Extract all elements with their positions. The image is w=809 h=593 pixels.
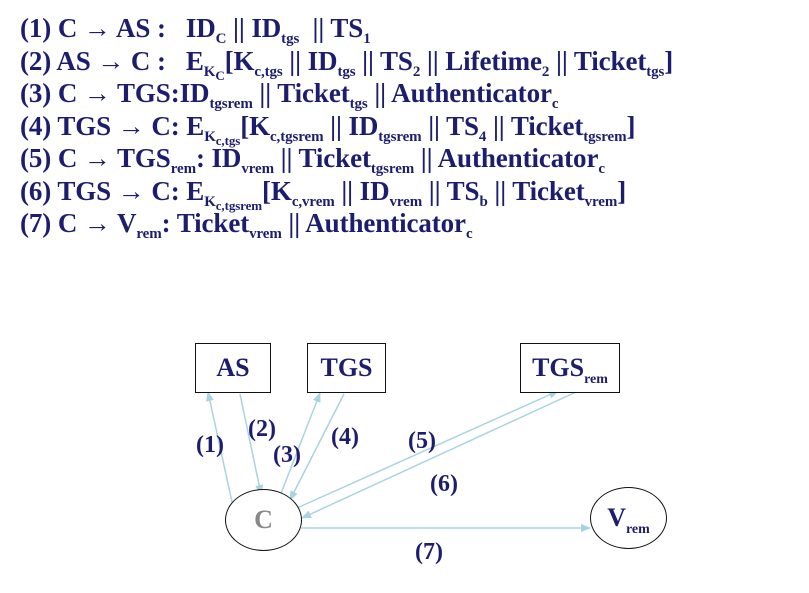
step-message: EKC[Kc,tgs || IDtgs || TS2 || Lifetime2 … [185, 45, 674, 83]
step-separator: : [195, 143, 212, 173]
arrow-icon: → [83, 143, 111, 173]
step-receiver: V [116, 208, 137, 238]
arrow-label-7: (7) [415, 539, 443, 565]
arrow-6 [301, 391, 577, 519]
as-node: AS [195, 343, 271, 393]
step-receiver: C [151, 110, 171, 141]
step-receiver: TGS [116, 143, 171, 173]
arrow-icon: → [83, 208, 111, 238]
arrow-icon: → [83, 13, 111, 43]
step-receiver-subscript: rem [170, 161, 196, 177]
arrow-label-5: (5) [408, 428, 436, 454]
protocol-step-2: (2) AS → C : EKC[Kc,tgs || IDtgs || TS2 … [20, 45, 800, 83]
step-sender: C [57, 78, 78, 108]
step-receiver: C [151, 175, 171, 206]
arrow-label-6: (6) [430, 471, 458, 497]
step-number: (4) [20, 110, 52, 141]
as-node-label: AS [216, 353, 250, 382]
step-separator: : [170, 175, 187, 206]
arrow-icon: → [117, 110, 145, 141]
step-number: (2) [20, 45, 52, 76]
step-number: (3) [20, 78, 52, 108]
step-sender: C [57, 143, 78, 173]
arrow-icon: → [83, 78, 111, 108]
step-number: (7) [20, 208, 52, 238]
step-message: EKc,tgsrem[Kc,vrem || IDvrem || TSb || T… [186, 175, 627, 213]
step-separator: : [170, 78, 180, 108]
tgs-node-label: TGS [320, 353, 373, 382]
arrow-icon: → [117, 175, 145, 206]
step-number: (1) [20, 13, 52, 43]
arrow-label-4: (4) [331, 424, 359, 450]
tgs-node: TGS [307, 343, 386, 393]
step-number: (6) [20, 175, 52, 206]
arrow-3 [279, 392, 321, 497]
step-sender: C [57, 208, 78, 238]
arrow-label-2: (2) [248, 416, 276, 442]
arrow-icon: → [97, 45, 125, 76]
protocol-steps: (1) C → AS : IDC || IDtgs || TS1 (2) AS … [20, 12, 800, 242]
step-message: IDtgsrem || Tickettgs || Authenticatorc [179, 78, 559, 112]
step-separator: : [150, 45, 180, 76]
step-receiver: AS [115, 13, 151, 43]
step-receiver: C [130, 45, 151, 76]
protocol-step-3: (3) C → TGS:IDtgsrem || Tickettgs || Aut… [20, 77, 800, 112]
arrow-2 [239, 393, 264, 495]
protocol-step-1: (1) C → AS : IDC || IDtgs || TS1 [20, 12, 800, 47]
client-node: C [225, 489, 302, 551]
step-separator: : [150, 13, 180, 43]
step-message: Ticketvrem || Authenticatorc [176, 208, 473, 242]
arrow-5 [296, 390, 559, 509]
arrow-4 [289, 393, 345, 501]
step-message: EKc,tgs[Kc,tgsrem || IDtgsrem || TS4 || … [186, 110, 636, 148]
step-message: IDC || IDtgs || TS1 [185, 13, 371, 47]
client-node-label: C [254, 505, 273, 534]
tgsrem-node: TGSrem [520, 343, 620, 393]
step-sender: TGS [57, 175, 112, 206]
vrem-node-label: Vrem [607, 503, 650, 537]
step-number: (5) [20, 143, 52, 173]
step-sender: TGS [57, 110, 112, 141]
step-separator: : [170, 110, 187, 141]
protocol-step-5: (5) C → TGSrem: IDvrem || Tickettgsrem |… [20, 142, 800, 177]
protocol-step-4: (4) TGS → C: EKc,tgs[Kc,tgsrem || IDtgsr… [20, 110, 800, 148]
step-separator: : [161, 208, 177, 238]
protocol-step-6: (6) TGS → C: EKc,tgsrem[Kc,vrem || IDvre… [20, 175, 800, 213]
step-receiver-subscript: rem [136, 226, 162, 242]
tgsrem-node-label: TGSrem [532, 353, 608, 387]
step-sender: C [57, 13, 78, 43]
step-sender: AS [56, 45, 91, 76]
step-message: IDvrem || Tickettgsrem || Authenticatorc [211, 143, 605, 177]
arrow-label-3: (3) [273, 442, 301, 468]
step-receiver: TGS [116, 78, 171, 108]
arrow-1 [206, 391, 233, 503]
protocol-step-7: (7) C → Vrem: Ticketvrem || Authenticato… [20, 207, 800, 242]
vrem-node: Vrem [590, 487, 667, 549]
arrow-label-1: (1) [196, 432, 224, 458]
